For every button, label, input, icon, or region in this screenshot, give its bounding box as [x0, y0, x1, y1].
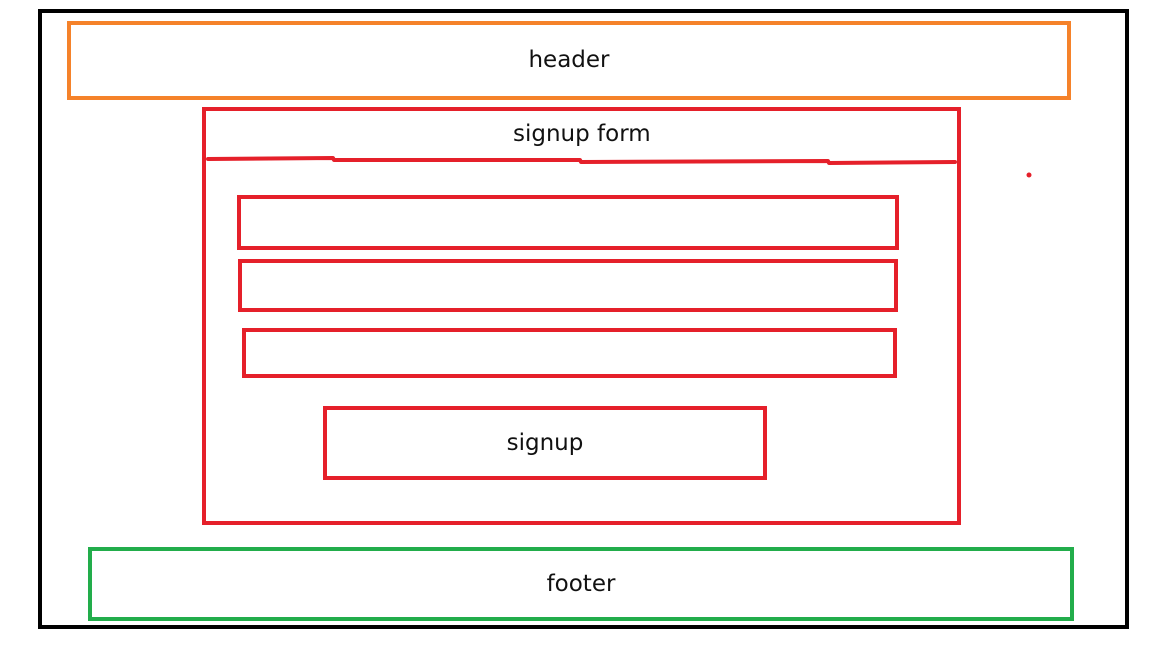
signup-form — [202, 107, 961, 525]
footer-label: footer — [546, 570, 616, 597]
signup-field-3[interactable] — [242, 328, 897, 378]
signup-button-label: signup — [506, 429, 584, 456]
page-frame — [38, 9, 1129, 629]
header-label: header — [528, 47, 610, 73]
signup-field-1[interactable] — [237, 195, 899, 250]
footer: footer — [88, 547, 1074, 621]
header: header — [67, 21, 1071, 100]
form-title: signup form — [513, 121, 651, 147]
signup-field-2[interactable] — [238, 259, 898, 312]
signup-button[interactable]: signup — [323, 406, 767, 480]
